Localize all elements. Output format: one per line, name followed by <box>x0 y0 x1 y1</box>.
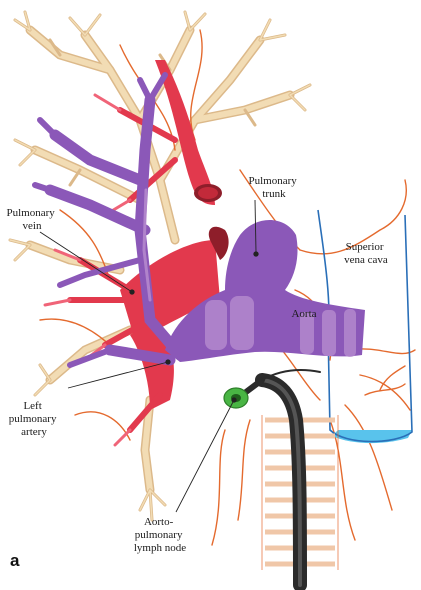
lymph-node <box>224 388 248 408</box>
label-superior-vena-cava: Superior vena cava <box>344 241 388 266</box>
panel-letter: a <box>10 551 20 570</box>
label-aorta: Aorta <box>291 308 316 320</box>
